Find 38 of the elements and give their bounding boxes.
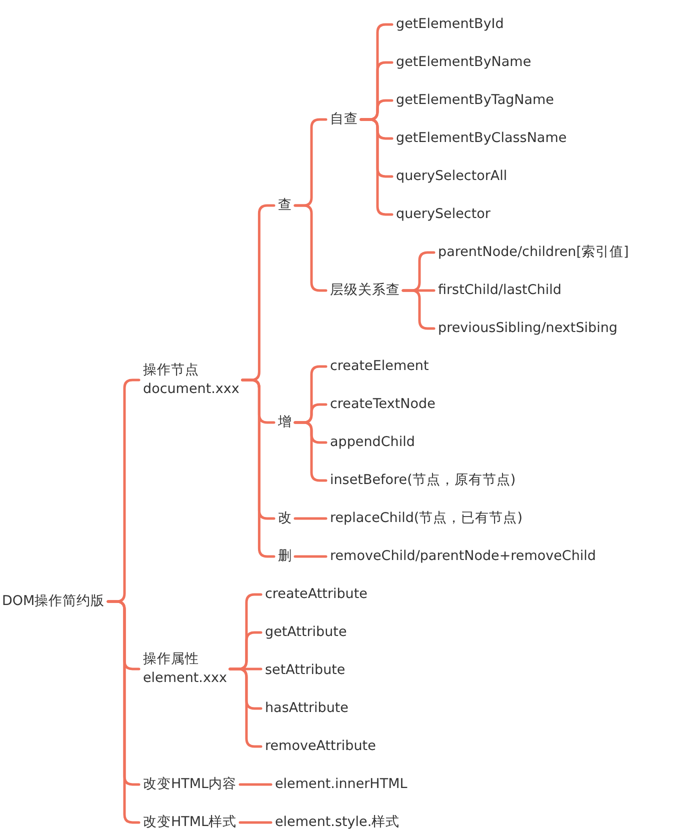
topic-label: querySelector [396,204,490,224]
topic-label: getElementByTagName [396,90,554,110]
topic-label: 操作节点 document.xxx [143,361,243,399]
topic-label: createTextNode [330,394,436,414]
topic-label: element.innerHTML [275,774,408,794]
connector-line [241,378,276,558]
connector-line [238,821,272,824]
topic-label: 改变HTML内容 [143,774,237,794]
topic-label: getElementById [396,14,504,34]
topic-label: 删 [278,546,292,566]
topic-label: createElement [330,356,429,376]
topic-label: replaceChild(节点，已有节点) [330,508,522,528]
topic-label: 自查 [330,110,358,128]
topic-label: setAttribute [265,660,346,680]
topic-label: 改 [278,508,292,528]
topic-label: createAttribute [265,584,368,604]
topic-label: 改变HTML样式 [143,812,237,832]
topic-label: 操作属性 element.xxx [143,650,243,688]
connector-line [294,555,328,558]
topic-label: getElementByClassName [396,128,567,148]
topic-label: querySelectorAll [396,166,508,186]
topic-label: 查 [278,196,292,214]
topic-label: hasAttribute [265,698,348,718]
topic-label: getElementByName [396,52,532,72]
topic-label: DOM操作简约版 [2,592,105,610]
topic-label: insetBefore(节点，原有节点) [330,470,516,490]
topic-label: appendChild [330,432,415,452]
topic-label: firstChild/lastChild [438,280,562,300]
topic-label: element.style.样式 [275,812,400,832]
topic-label: 层级关系查 [330,280,400,300]
topic-label: removeChild/parentNode+removeChild [330,546,596,566]
topic-label: parentNode/children[索引值] [438,242,629,262]
connector-line [294,517,328,520]
topic-label: removeAttribute [265,736,376,756]
topic-label: getAttribute [265,622,347,642]
topic-label: 增 [278,412,292,432]
connector-line [238,783,272,786]
topic-label: previousSibling/nextSibing [438,318,618,338]
